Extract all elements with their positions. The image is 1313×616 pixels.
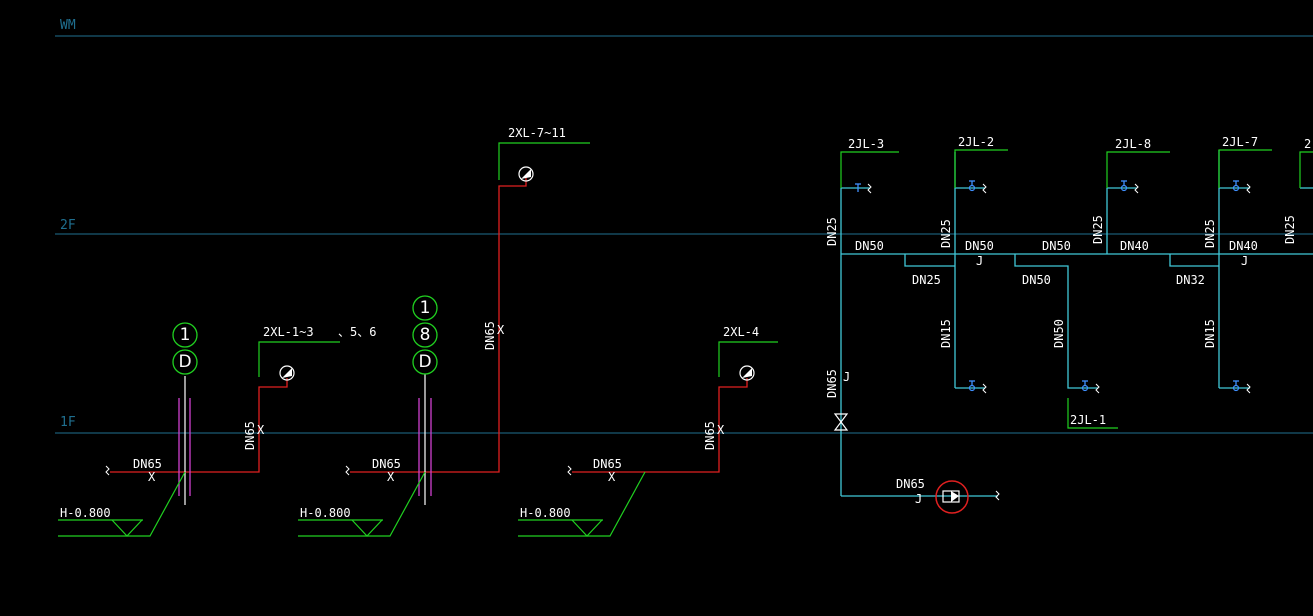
riser-label-jl-7: 2JL-7 xyxy=(1222,135,1258,149)
marker-18d: 1 8 D xyxy=(412,295,438,375)
drain-group-2: 2XL-7~11 DN65 X DN65 X 1 8 D H-0.800 xyxy=(298,126,590,537)
svg-text:J: J xyxy=(1241,254,1248,268)
pipe-label-dn65-v2: DN65 xyxy=(483,321,497,350)
pipe-label-dn25-b: DN25 xyxy=(912,273,941,287)
elevation-label-3: H-0.800 xyxy=(520,506,571,520)
pipe-label-dn65-h1: DN65 xyxy=(133,457,162,471)
riser-label-xl-1-3: 2XL-1~3 xyxy=(263,325,314,339)
marker-1d: 1 D xyxy=(172,322,198,375)
pipe-label-dn50-e: DN50 xyxy=(1052,319,1066,348)
svg-text:X: X xyxy=(717,423,725,437)
svg-text:X: X xyxy=(387,470,395,484)
valve-icon xyxy=(968,180,987,194)
level-lines: WM 2F 1F xyxy=(55,18,1313,434)
gate-valve-icon xyxy=(833,413,849,431)
riser-label-jl-1: 2JL-1 xyxy=(1070,413,1106,427)
svg-text:1: 1 xyxy=(420,298,431,318)
valve-icon xyxy=(1120,180,1139,194)
pipe-label-dn25-d: DN25 xyxy=(1091,215,1105,244)
svg-text:J: J xyxy=(843,370,850,384)
valve-icon xyxy=(855,183,872,194)
pipe-label-dn65-h3: DN65 xyxy=(593,457,622,471)
water-meter-icon xyxy=(935,480,969,514)
riser-label-xl-extra: 、5、6 xyxy=(338,325,376,339)
svg-text:J: J xyxy=(976,254,983,268)
valve-icon xyxy=(1081,380,1100,394)
svg-text:J: J xyxy=(915,492,922,506)
drain-group-3: 2XL-4 DN65 X DN65 X H-0.800 xyxy=(518,325,778,537)
pipe-label-dn50-b: DN50 xyxy=(965,239,994,253)
pipe-label-dn65-riser: DN65 xyxy=(825,369,839,398)
pipe-label-dn50-c: DN50 xyxy=(1042,239,1071,253)
pipe-label-dn50-d: DN50 xyxy=(1022,273,1051,287)
riser-label-cut: 2 xyxy=(1304,137,1311,151)
pipe-label-dn65-v1: DN65 xyxy=(243,421,257,450)
pipe-label-dn15-b: DN15 xyxy=(1203,319,1217,348)
pipe-label-dn65-v3: DN65 xyxy=(703,421,717,450)
riser-label-jl-2: 2JL-2 xyxy=(958,135,994,149)
riser-label-jl-8: 2JL-8 xyxy=(1115,137,1151,151)
svg-text:8: 8 xyxy=(420,325,431,345)
pipe-label-dn65-h2: DN65 xyxy=(372,457,401,471)
svg-text:1: 1 xyxy=(180,325,191,345)
cleanout-icon xyxy=(279,365,295,381)
pipe-label-dn40-a: DN40 xyxy=(1120,239,1149,253)
valve-icon xyxy=(968,380,987,394)
riser-label-xl-7-11: 2XL-7~11 xyxy=(508,126,566,140)
water-supply-system: DN65 J DN65 J 2JL-3 DN25 DN50 DN25 xyxy=(825,135,1313,514)
svg-text:X: X xyxy=(148,470,156,484)
pipe-label-dn25-a: DN25 xyxy=(825,217,839,246)
pipe-label-dn65-j: DN65 xyxy=(896,477,925,491)
svg-text:D: D xyxy=(418,352,431,372)
riser-label-jl-3: 2JL-3 xyxy=(848,137,884,151)
pipe-label-dn25-f: DN25 xyxy=(1283,215,1297,244)
drain-group-1: 2XL-1~3 、5、6 DN65 X DN65 X 1 D H-0.800 xyxy=(58,322,376,537)
elevation-label-1: H-0.800 xyxy=(60,506,111,520)
pipe-label-dn32: DN32 xyxy=(1176,273,1205,287)
cleanout-icon xyxy=(739,365,755,381)
valve-icon xyxy=(1232,380,1251,394)
pipe-label-dn40-b: DN40 xyxy=(1229,239,1258,253)
pipe-label-dn25-e: DN25 xyxy=(1203,219,1217,248)
svg-text:D: D xyxy=(178,352,191,372)
level-label-1f: 1F xyxy=(60,415,76,430)
pipe-label-dn25-c: DN25 xyxy=(939,219,953,248)
svg-text:X: X xyxy=(497,323,505,337)
level-label-wm: WM xyxy=(60,18,76,33)
level-label-2f: 2F xyxy=(60,218,76,233)
pipe-label-dn50-a: DN50 xyxy=(855,239,884,253)
pipe-label-dn15-a: DN15 xyxy=(939,319,953,348)
svg-text:X: X xyxy=(608,470,616,484)
svg-text:X: X xyxy=(257,423,265,437)
elevation-label-2: H-0.800 xyxy=(300,506,351,520)
cleanout-icon xyxy=(518,166,534,182)
valve-icon xyxy=(1232,180,1251,194)
riser-label-xl-4: 2XL-4 xyxy=(723,325,759,339)
